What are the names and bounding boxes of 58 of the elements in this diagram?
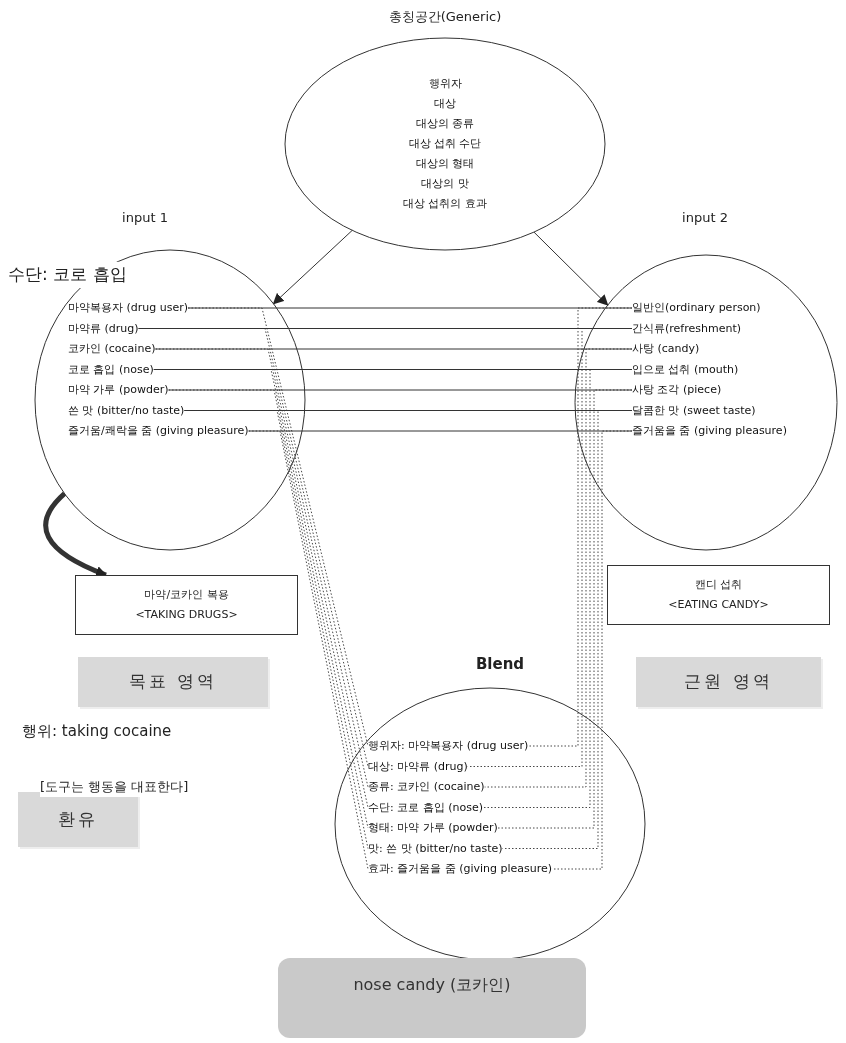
element-text: 마약 가루 (powder)	[68, 382, 169, 398]
element-text: 대상: 마약류 (drug)	[368, 758, 468, 775]
note-text: 수단: 코로 흡입	[8, 262, 127, 288]
element-text: 즐거움을 줌 (giving pleasure)	[632, 423, 787, 439]
dotted-mapping-line	[187, 307, 369, 747]
arrow	[533, 231, 609, 306]
domain-box: 근원 영역	[636, 657, 821, 707]
role-text: 대상 섭취 수단	[408, 136, 482, 152]
dotted-mapping-line	[248, 430, 369, 870]
element-text: 즐거움/쾌락을 줌 (giving pleasure)	[68, 423, 249, 439]
dotted-mapping-line	[527, 307, 633, 747]
element-text: 마약류 (drug)	[68, 320, 139, 337]
dotted-mapping-line	[551, 430, 633, 870]
frame-text: <TAKING DRUGS>	[135, 608, 238, 622]
space-heading: 총칭공간(Generic)	[388, 8, 502, 26]
element-text: 쓴 맛 (bitter/no taste)	[68, 402, 185, 419]
role-text: 행위자	[428, 76, 462, 92]
mapping-line	[187, 307, 633, 309]
frame-box	[75, 575, 298, 635]
element-text: 마약복용자 (drug user)	[68, 300, 189, 316]
role-text: 대상 섭취의 효과	[403, 196, 487, 212]
result-box: nose candy (코카인)	[278, 958, 586, 1038]
frame-text: 캔디 섭취	[694, 578, 743, 592]
mapping-line	[138, 328, 633, 329]
frame-text: <EATING CANDY>	[668, 598, 769, 612]
dotted-mapping-line	[183, 410, 369, 849]
space-heading: Blend	[475, 654, 525, 675]
element-text: 종류: 코카인 (cocaine)	[368, 779, 485, 795]
mapping-line	[154, 348, 633, 350]
arrow	[272, 229, 353, 305]
element-text: 형태: 마약 가루 (powder)	[368, 820, 498, 836]
element-text: 코로 흡입 (nose)	[68, 361, 154, 378]
domain-box: 목표 영역	[78, 657, 268, 707]
element-text: 코카인 (cocaine)	[68, 341, 156, 357]
role-text: 대상	[434, 96, 456, 112]
role-text: 대상의 형태	[415, 156, 475, 172]
frame-box	[607, 565, 830, 625]
domain-box: 환유	[18, 792, 138, 847]
mapping-line	[168, 389, 633, 391]
element-text: 맛: 쓴 맛 (bitter/no taste)	[368, 840, 503, 857]
element-text: 사탕 조각 (piece)	[632, 382, 722, 398]
element-text: 달콤한 맛 (sweet taste)	[632, 402, 756, 419]
role-text: 대상의 맛	[421, 176, 469, 192]
frame-text: 마약/코카인 복용	[144, 588, 229, 602]
mapping-line	[183, 410, 633, 411]
element-text: 행위자: 마약복용자 (drug user)	[368, 738, 529, 754]
space-heading: input 1	[122, 209, 168, 227]
element-text: 간식류(refreshment)	[632, 320, 742, 337]
mapping-line	[248, 430, 633, 432]
dotted-mapping-line	[138, 328, 369, 767]
element-text: 사탕 (candy)	[632, 341, 700, 357]
element-text: 입으로 섭취 (mouth)	[632, 361, 739, 378]
element-text: 일반인(ordinary person)	[632, 300, 761, 316]
element-text: 수단: 코로 흡입 (nose)	[368, 799, 483, 816]
mapping-line	[153, 369, 633, 370]
space-heading: input 2	[682, 209, 728, 227]
role-text: 대상의 종류	[415, 116, 475, 132]
element-text: 효과: 즐거움을 줌 (giving pleasure)	[368, 861, 553, 877]
